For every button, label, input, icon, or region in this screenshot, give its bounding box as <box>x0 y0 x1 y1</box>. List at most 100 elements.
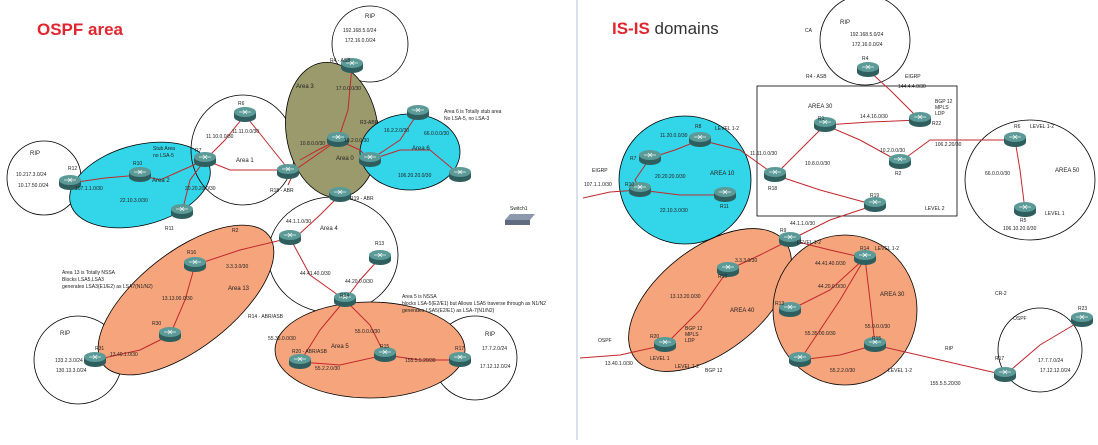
isis-router-r5[interactable] <box>1013 201 1037 218</box>
isis-router-r8[interactable] <box>688 131 712 148</box>
isis-r19-label: R19 <box>870 193 879 199</box>
isis-net-3-3: 3.3.3.0/30 <box>735 258 757 264</box>
isis-net-44-20: 44.20.0.0/30 <box>818 284 846 290</box>
ospf-rip-top-net1: 192.168.5.0/24 <box>343 28 377 34</box>
ospf-net-16-2: 16.2.2.0/30 <box>384 128 409 134</box>
isis-r4-asb-label: R4 - ASB <box>806 74 827 80</box>
ospf-net-13-13: 13.13.00.0/30 <box>162 296 193 302</box>
isis-r20-level12: LEVEL 1-2 <box>675 364 699 370</box>
ospf-router-r16[interactable] <box>183 256 207 273</box>
isis-level2-box <box>756 85 958 217</box>
ospf-r14-short: R14 <box>340 293 349 299</box>
isis-title-rest: domains <box>649 19 719 38</box>
isis-router-r4[interactable] <box>856 61 880 78</box>
isis-r15-level: LEVEL 1-2 <box>888 368 912 374</box>
isis-router-r8b[interactable] <box>788 351 812 368</box>
isis-r14-level: LEVEL 1-2 <box>875 246 899 252</box>
ospf-router-r19[interactable] <box>328 186 352 203</box>
ospf-area6-note1: Area 6 is Totally stub area <box>444 109 502 115</box>
isis-r22-label: R22 <box>932 121 941 127</box>
isis-r8-level: LEVEL 1-2 <box>715 126 739 132</box>
ospf-rip-bl-net2: 130.13.3.0/24 <box>56 368 87 374</box>
ospf-area-13-label: Area 13 <box>228 286 250 292</box>
ospf-switch[interactable] <box>505 214 535 225</box>
isis-net-22-10: 22.10.3.0/30 <box>660 208 688 214</box>
isis-r16-label: R16 <box>718 274 727 280</box>
ospf-router-r7[interactable] <box>193 151 217 168</box>
isis-router-r22[interactable] <box>908 111 932 128</box>
ospf-rip-left-net2: 10.17.50.0/24 <box>18 183 49 189</box>
isis-net-55-2: 55.2.2.0/30 <box>830 368 855 374</box>
isis-router-r23[interactable] <box>1070 311 1094 328</box>
ospf-router-r11[interactable] <box>170 203 194 220</box>
isis-diagram: RIP CA 192.168.5.0/24 172.16.0.0/24 R4 -… <box>579 0 1096 393</box>
ospf-rip-top-net2: 172.16.0.0/24 <box>345 38 376 44</box>
isis-r20-label: R20 <box>650 334 659 340</box>
isis-area-50-region <box>964 119 1096 241</box>
isis-r15-label: R15 <box>872 336 881 342</box>
isis-router-r6[interactable] <box>1003 131 1027 148</box>
ospf-area5-note2: blocks LSA-5(E2/E1) but Allows LSA5 trav… <box>402 301 546 307</box>
ospf-router-r31[interactable] <box>83 351 107 368</box>
isis-r14-label: R14 <box>860 246 869 252</box>
ospf-router-r6b[interactable] <box>406 104 430 121</box>
isis-bgp-r22: BGP 12 <box>935 99 953 105</box>
ospf-area5-note3: generates LSA5(E2/E1) as LSA-7(N1/N2) <box>402 308 495 314</box>
isis-r20-level1: LEVEL 1 <box>650 356 670 362</box>
isis-ldp-r20: LDP <box>685 338 695 344</box>
ospf-router-r30[interactable] <box>158 326 182 343</box>
ospf-rip-bl-label: RIP <box>60 331 70 337</box>
isis-net-106: 106.2.20/30 <box>935 142 962 148</box>
isis-net-66: 66.0.0.0/30 <box>985 171 1010 177</box>
isis-router-r7[interactable] <box>638 149 662 166</box>
ospf-r2-label: R2 <box>232 228 239 234</box>
isis-router-r19[interactable] <box>863 196 887 213</box>
isis-router-r11[interactable] <box>713 186 737 203</box>
ospf-router-r10[interactable] <box>128 166 152 183</box>
ospf-r11-label: R11 <box>165 226 174 232</box>
isis-r9-label: R9 <box>780 228 787 234</box>
isis-net-14-4: 14.4.16.0/30 <box>860 114 888 120</box>
isis-net-20-20: 20.20.20.0/30 <box>655 174 686 180</box>
ospf-router-r2[interactable] <box>278 229 302 246</box>
ospf-router-r6[interactable] <box>233 106 257 123</box>
ospf-router-r13[interactable] <box>368 249 392 266</box>
isis-net-11-20: 11.20.0.0/30 <box>660 133 688 139</box>
ospf-net-17-0: 17.0.0.0/30 <box>336 86 361 92</box>
isis-router-r18[interactable] <box>763 166 787 183</box>
ospf-net-44-41: 44.41.40.0/30 <box>300 271 331 277</box>
isis-net-44-1: 44.1.1.0/30 <box>790 221 815 227</box>
ospf-r13-label: R13 <box>375 241 384 247</box>
ospf-router-r3[interactable] <box>358 151 382 168</box>
isis-cr2-label: CR-2 <box>995 291 1007 297</box>
isis-r11-label: R11 <box>720 204 729 210</box>
ospf-stub2-note2: no LSA-5 <box>153 153 174 159</box>
isis-router-r14[interactable] <box>853 249 877 266</box>
ospf-net-11-0: 11.11.0.0/30 <box>232 129 259 135</box>
isis-router-r2[interactable] <box>888 153 912 170</box>
ospf-net-22-10: 22.10.3.0/30 <box>120 198 148 204</box>
isis-rip-cloud <box>819 0 911 86</box>
isis-labels: RIP CA 192.168.5.0/24 172.16.0.0/24 R4 -… <box>584 20 1087 387</box>
isis-net-55-35: 55.35.00.0/30 <box>805 331 836 337</box>
isis-area30-top-label: AREA 30 <box>808 104 833 110</box>
ospf-router-r18[interactable] <box>276 163 300 180</box>
ospf-r19-label: R19 - ABR <box>350 196 374 202</box>
isis-router-r17[interactable] <box>993 366 1017 383</box>
isis-net-11-11: 11.11.0.0/30 <box>750 151 777 157</box>
ospf-router-r5[interactable] <box>448 166 472 183</box>
isis-area30-bottom-label: AREA 30 <box>880 292 905 298</box>
ospf-router-r17[interactable] <box>448 351 472 368</box>
isis-r1-label: R1 <box>818 116 825 122</box>
ospf-net-20-20: 20.20.20.0/30 <box>185 186 216 192</box>
ospf-area-4-label: Area 4 <box>320 226 338 232</box>
isis-net-44-41: 44.41.40.0/30 <box>815 261 846 267</box>
ospf-r18-label: R18 - ABR <box>270 188 294 194</box>
isis-ospf-right-label: OSPF <box>1013 316 1027 322</box>
ospf-rip-bl-net1: 133.2.3.0/24 <box>55 358 83 364</box>
ospf-router-r20[interactable] <box>288 353 312 370</box>
isis-net-107: 107.1.1.0/30 <box>584 182 612 188</box>
ospf-net-44-20: 44.20.0.0/30 <box>345 279 373 285</box>
ospf-area5-note1: Area 5 is NSSA <box>402 294 437 300</box>
